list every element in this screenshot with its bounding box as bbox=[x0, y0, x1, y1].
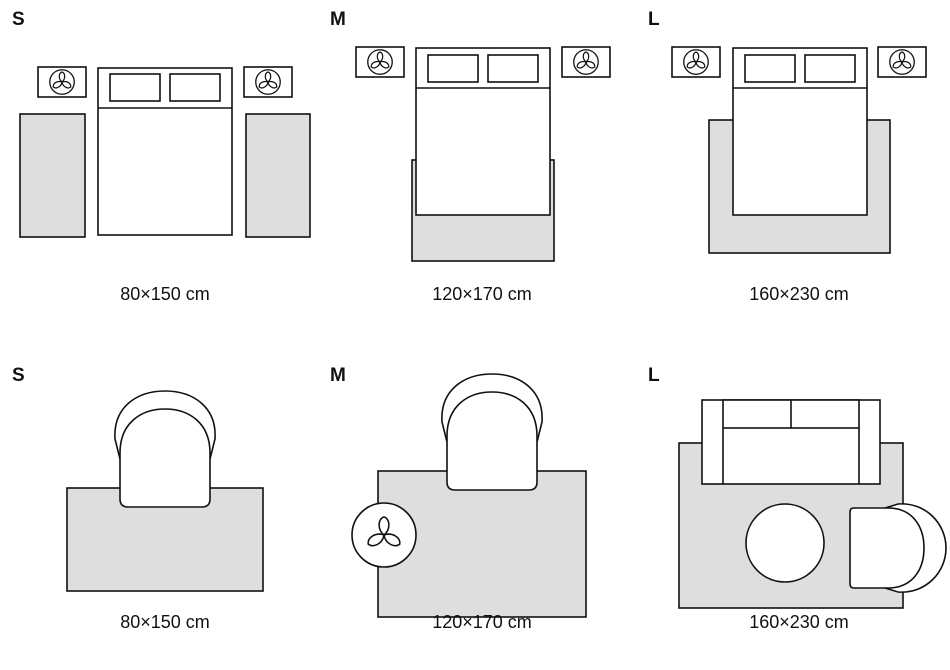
size-letter: L bbox=[648, 9, 660, 30]
size-letter: L bbox=[648, 365, 660, 386]
size-label: 160×230 cm bbox=[749, 284, 849, 304]
size-label: 160×230 cm bbox=[749, 612, 849, 632]
armchair bbox=[441, 373, 543, 491]
living-large-panel: L 160×230 cm bbox=[648, 365, 947, 632]
bedroom-small-panel: S 80×150 cm bbox=[12, 9, 311, 304]
size-letter: S bbox=[12, 9, 25, 30]
armchair bbox=[849, 503, 947, 593]
living-small-panel: S 80×150 cm bbox=[12, 365, 264, 632]
size-letter: M bbox=[330, 9, 346, 30]
size-letter: M bbox=[330, 365, 346, 386]
plant-icon bbox=[351, 502, 417, 568]
lamp-icon bbox=[561, 46, 611, 78]
bedroom-large-panel: L 160×230 cm bbox=[648, 9, 927, 304]
lamp-icon bbox=[37, 66, 87, 98]
size-label: 80×150 cm bbox=[120, 284, 210, 304]
rug-right bbox=[245, 113, 311, 238]
living-medium-panel: M 120×170 cm bbox=[330, 365, 587, 632]
bed bbox=[97, 67, 233, 236]
coffee-table bbox=[745, 503, 825, 583]
lamp-icon bbox=[877, 46, 927, 78]
size-label: 120×170 cm bbox=[432, 284, 532, 304]
rug bbox=[66, 487, 264, 592]
rug-left bbox=[19, 113, 86, 238]
bed bbox=[732, 47, 868, 216]
size-letter: S bbox=[12, 365, 25, 386]
bed bbox=[415, 47, 551, 216]
lamp-icon bbox=[355, 46, 405, 78]
size-label: 120×170 cm bbox=[432, 612, 532, 632]
bedroom-medium-panel: M 120×170 cm bbox=[330, 9, 611, 304]
lamp-icon bbox=[243, 66, 293, 98]
armchair bbox=[114, 390, 216, 508]
sofa bbox=[701, 399, 881, 485]
lamp-icon bbox=[671, 46, 721, 78]
size-label: 80×150 cm bbox=[120, 612, 210, 632]
